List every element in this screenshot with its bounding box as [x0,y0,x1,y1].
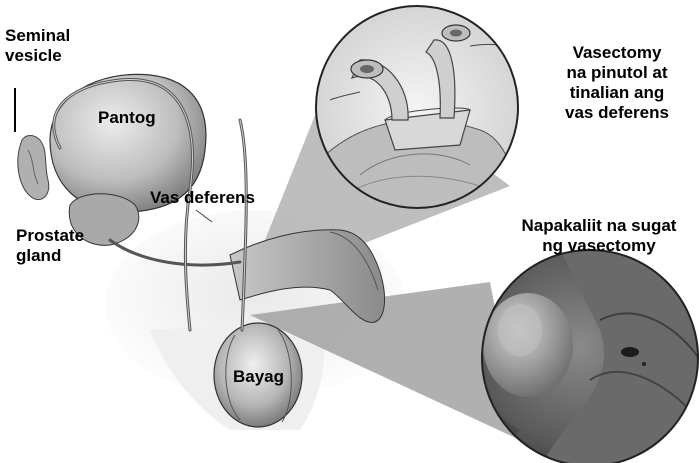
seminal-vesicle [15,88,49,200]
prostate-gland-label: Prostate gland [16,226,84,266]
bayag-label: Bayag [233,367,284,387]
pantog-label: Pantog [98,108,156,128]
incision-callout-label: Napakaliit na sugat ng vasectomy [504,216,694,256]
vas-deferens-label: Vas deferens [150,188,255,208]
seminal-vesicle-label: Seminal vesicle [5,26,70,66]
vasectomy-callout-label: Vasectomy na pinutol at tinalian ang vas… [542,43,692,123]
